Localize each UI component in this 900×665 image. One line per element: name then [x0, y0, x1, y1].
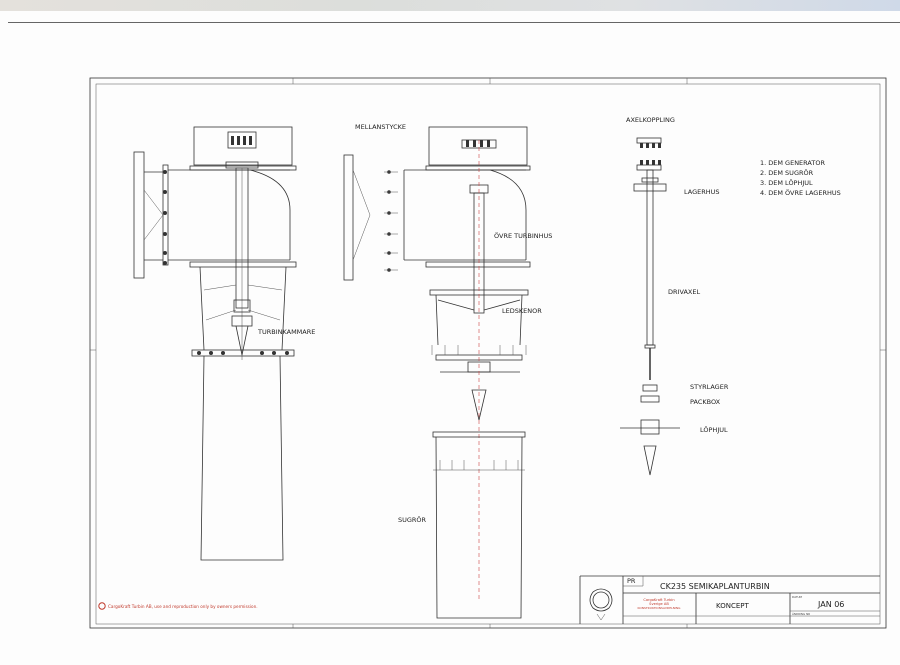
exploded-turbine: [343, 126, 531, 619]
note-item: 3. DEM LÖPHJUL: [760, 178, 813, 187]
label-axelkoppling: AXELKOPPLING: [626, 116, 675, 124]
label-ledskenor: LEDSKENOR: [502, 307, 542, 315]
notes-list: 1. DEM GENERATOR 2. DEM SUGRÖR 3. DEM LÖ…: [760, 159, 841, 197]
status-text: KONCEPT: [716, 602, 749, 610]
copyright-icon: [98, 602, 106, 610]
label-lophjul: LÖPHJUL: [700, 425, 728, 434]
drawing-outer-border: [89, 77, 887, 629]
copyright-text: CargoKraft Turbin AB, use and reproducti…: [108, 604, 258, 609]
border-ticks: [90, 78, 886, 628]
pr-label: PR: [627, 577, 636, 585]
label-packbox: PACKBOX: [690, 398, 721, 406]
company-department: KONSTRUKTIONSAVDELNING: [638, 606, 682, 610]
assembled-turbine: [133, 126, 297, 561]
drawing-title: CK235 SEMIKAPLANTURBIN: [660, 582, 770, 591]
label-drivaxel: DRIVAXEL: [668, 288, 700, 296]
drawing-inner-border: [95, 83, 881, 625]
note-item: 1. DEM GENERATOR: [760, 159, 825, 167]
date-label: DATUM: [792, 595, 803, 599]
label-mellanstycke: MELLANSTYCKE: [355, 123, 406, 131]
company-country: Sverige AB: [649, 602, 669, 606]
revision-label: ÄNDRING NR: [792, 611, 810, 616]
note-item: 2. DEM SUGRÖR: [760, 168, 814, 177]
title-block: PR CK235 SEMIKAPLANTURBIN CargoKraft Tur…: [579, 575, 880, 624]
window-top-bar: [0, 0, 900, 11]
company-logo: [589, 588, 613, 621]
label-ovre-turbinhus: ÖVRE TURBINHUS: [494, 231, 552, 240]
label-lagerhus: LAGERHUS: [684, 188, 720, 196]
label-styrlager: STYRLAGER: [690, 383, 729, 391]
label-sugror: SUGRÖR: [398, 515, 427, 524]
note-item: 4. DEM ÖVRE LAGERHUS: [760, 188, 841, 197]
shaft-components: [620, 137, 680, 476]
date-value: JAN 06: [817, 600, 844, 609]
company-name: CargoKraft Turbin: [643, 598, 674, 602]
divider: [8, 22, 900, 23]
label-turbinkammare: TURBINKAMMARE: [257, 328, 315, 336]
